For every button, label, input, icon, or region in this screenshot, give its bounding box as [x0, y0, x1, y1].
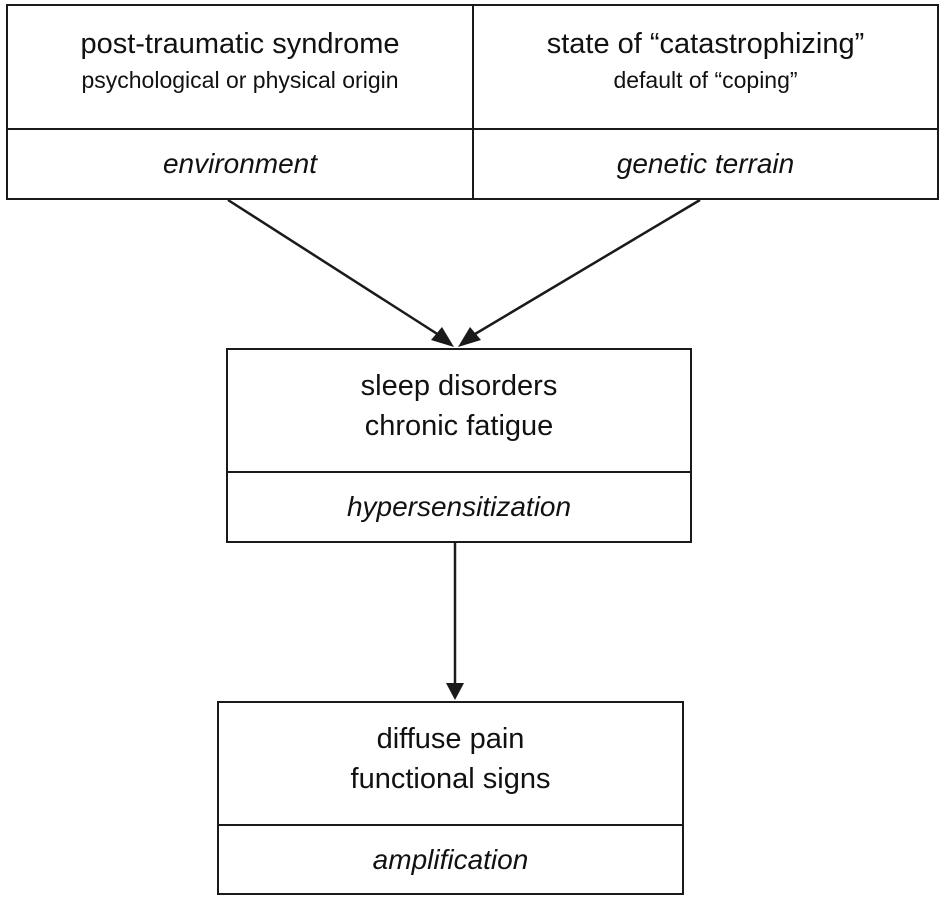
node-title: post-traumatic syndrome	[80, 28, 400, 60]
node-subtitle: psychological or physical origin	[81, 67, 399, 93]
node-hypersensitization: hypersensitization	[228, 473, 690, 541]
bottom-box-divider	[219, 824, 682, 826]
arrowhead-genetic	[458, 327, 481, 347]
bottom-box: diffuse pain functional signs amplificat…	[217, 701, 684, 895]
middle-box-divider	[228, 471, 690, 473]
node-title: state of “catastrophizing”	[546, 28, 865, 60]
node-line: chronic fatigue	[364, 409, 554, 442]
node-line: functional signs	[350, 762, 551, 795]
top-box-horizontal-divider	[8, 128, 937, 130]
node-post-traumatic-syndrome: post-traumatic syndrome psychological or…	[8, 6, 472, 128]
arrowhead-sleep-to-pain	[446, 683, 464, 700]
node-catastrophizing: state of “catastrophizing” default of “c…	[474, 6, 937, 128]
node-amplification: amplification	[219, 826, 682, 893]
arrowhead-environment	[431, 327, 454, 347]
factor-label: environment	[162, 148, 318, 179]
node-pain-signs: diffuse pain functional signs	[219, 703, 682, 824]
node-line: diffuse pain	[376, 722, 525, 755]
middle-box: sleep disorders chronic fatigue hypersen…	[226, 348, 692, 543]
factor-label: genetic terrain	[616, 148, 795, 179]
top-box: post-traumatic syndrome psychological or…	[6, 4, 939, 200]
factor-label: hypersensitization	[346, 491, 572, 522]
top-box-vertical-divider	[472, 6, 474, 198]
arrow-environment-to-sleep	[227, 198, 443, 339]
node-genetic-terrain: genetic terrain	[474, 130, 937, 198]
node-subtitle: default of “coping”	[613, 67, 798, 93]
arrow-genetic-to-sleep	[469, 198, 701, 339]
node-sleep-fatigue: sleep disorders chronic fatigue	[228, 350, 690, 471]
node-line: sleep disorders	[360, 369, 558, 402]
node-environment: environment	[8, 130, 472, 198]
factor-label: amplification	[372, 843, 529, 875]
